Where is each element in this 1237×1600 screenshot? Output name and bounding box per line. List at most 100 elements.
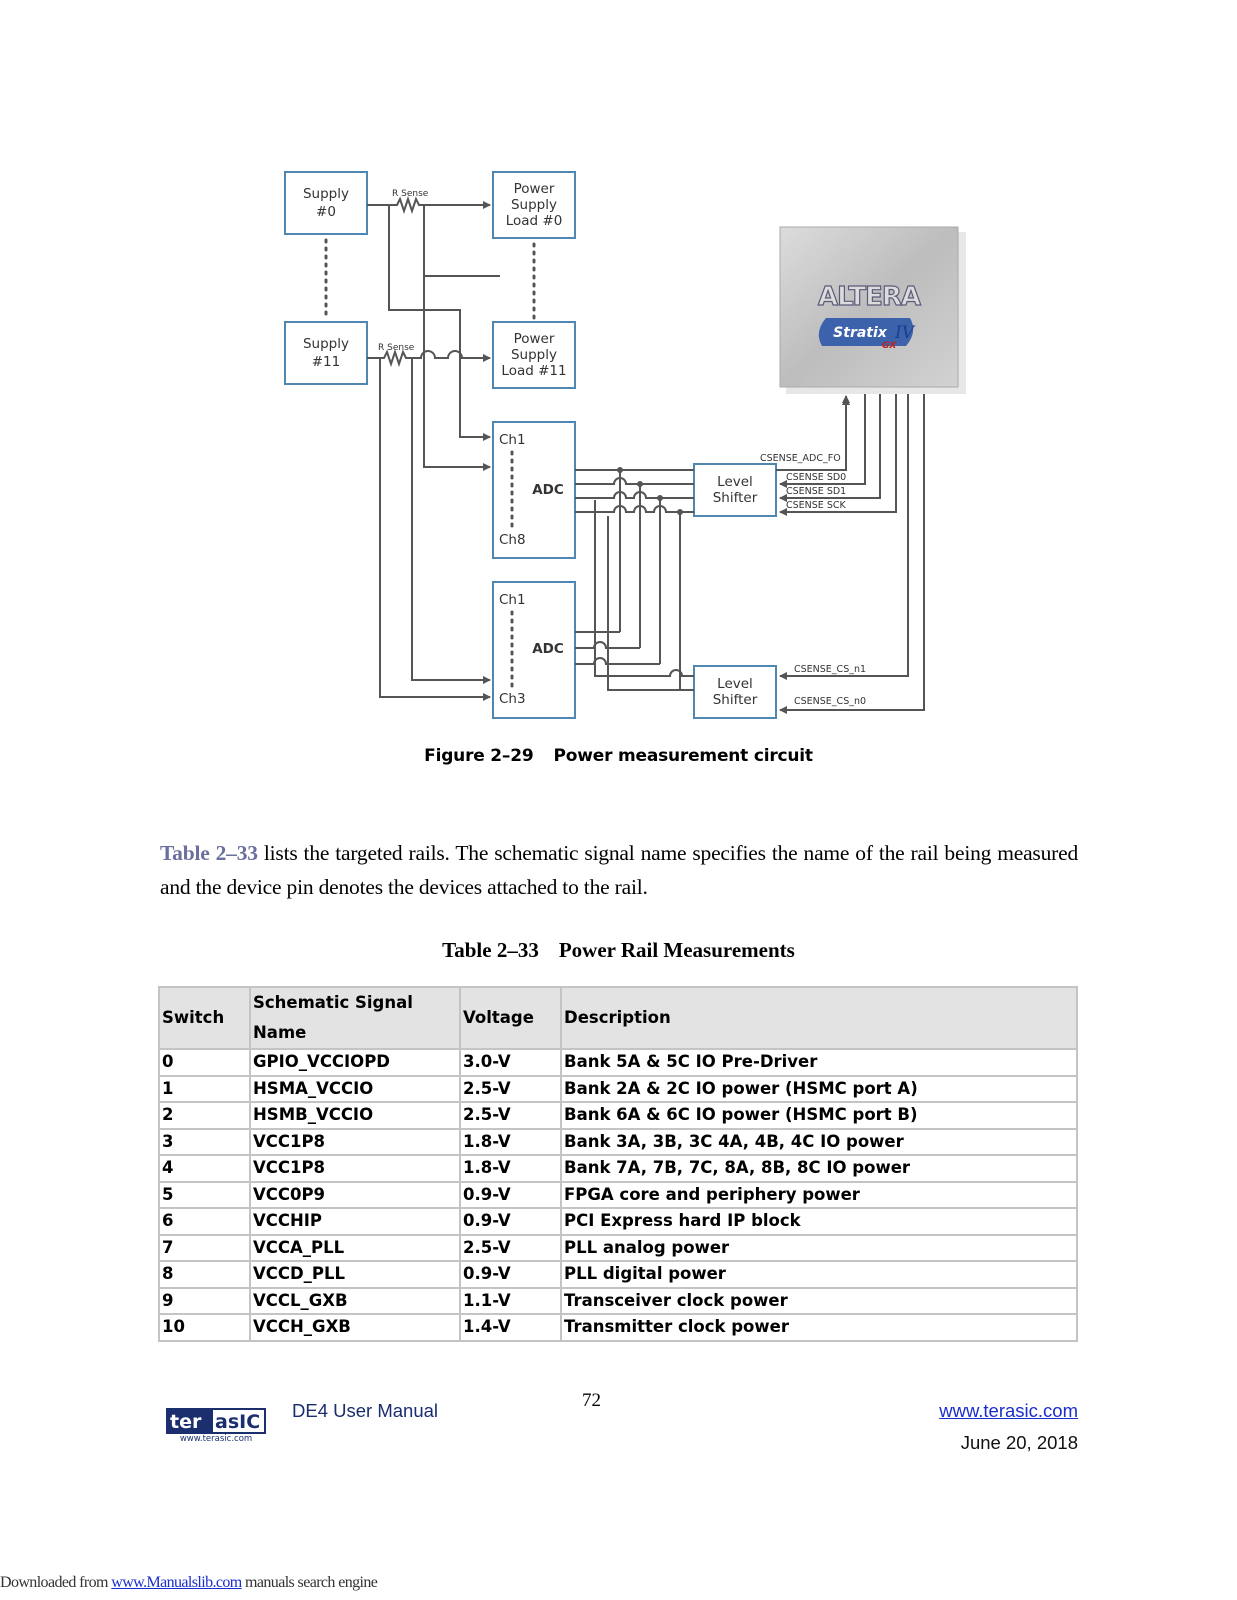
chip-family-badge	[818, 318, 914, 346]
cell-voltage: 3.0-V	[459, 1048, 562, 1077]
table-reference-link[interactable]: Table 2–33	[160, 841, 258, 865]
cell-signal: VCCH_GXB	[249, 1313, 461, 1342]
sense-wire-a	[388, 205, 491, 441]
signal-cs-n1: CSENSE_CS_n1	[794, 664, 866, 675]
figure-caption: Figure 2–29 Power measurement circuit	[0, 746, 1237, 766]
adc2-bus	[575, 500, 694, 691]
cell-signal: VCCA_PLL	[249, 1233, 461, 1262]
adc-1-label: ADC	[532, 482, 564, 498]
cell-switch: 9	[158, 1286, 251, 1315]
supply-11-line2: #11	[312, 354, 341, 370]
fpga-chip: ALTERA Stratix IV GX	[779, 226, 966, 394]
power-rail-table: Switch Schematic Signal Name Voltage Des…	[158, 986, 1078, 1342]
shifter-2-line2: Shifter	[713, 692, 758, 708]
cell-description: Bank 6A & 6C IO power (HSMC port B)	[560, 1101, 1078, 1130]
supply-0-line2: #0	[316, 204, 336, 220]
col-header-switch: Switch	[158, 986, 251, 1050]
cell-signal: VCCD_PLL	[249, 1260, 461, 1289]
sense-wire-c	[423, 276, 491, 471]
chip-series: IV	[894, 323, 916, 343]
cell-switch: 4	[158, 1154, 251, 1183]
logo-url: www.terasic.com	[180, 1434, 252, 1442]
cell-switch: 1	[158, 1074, 251, 1103]
cell-description: Bank 2A & 2C IO power (HSMC port A)	[560, 1074, 1078, 1103]
cell-description: Transmitter clock power	[560, 1313, 1078, 1342]
footer-date: June 20, 2018	[960, 1432, 1078, 1453]
cell-voltage: 1.8-V	[459, 1127, 562, 1156]
logo-text-left: ter	[170, 1411, 202, 1433]
r-sense-top-label: R Sense	[392, 189, 429, 199]
supply-0-box: Supply #0	[284, 171, 368, 235]
cell-voltage: 0.9-V	[459, 1260, 562, 1289]
cell-signal: VCCHIP	[249, 1207, 461, 1236]
supply-11-line1: Supply	[303, 336, 349, 352]
load-0-line1: Power	[514, 181, 555, 197]
adc-1-ch-last: Ch8	[499, 532, 526, 548]
adc-2-label: ADC	[532, 641, 564, 657]
cell-switch: 10	[158, 1313, 251, 1342]
page-number: 72	[582, 1390, 601, 1411]
col-header-voltage: Voltage	[459, 986, 562, 1050]
signal-sd1: CSENSE SD1	[786, 486, 846, 497]
cell-voltage: 2.5-V	[459, 1074, 562, 1103]
cell-voltage: 2.5-V	[459, 1101, 562, 1130]
adc-bus-verticals	[619, 470, 681, 690]
manualslib-link[interactable]: www.Manualslib.com	[111, 1574, 242, 1591]
footer-website-link[interactable]: www.terasic.com	[939, 1400, 1078, 1421]
cell-signal: VCCL_GXB	[249, 1286, 461, 1315]
cell-voltage: 0.9-V	[459, 1207, 562, 1236]
figure-number: Figure 2–29	[424, 746, 534, 766]
adc1-bus	[575, 469, 694, 513]
adc-2-ch-first: Ch1	[499, 592, 526, 608]
paragraph-text: lists the targeted rails. The schematic …	[160, 841, 1079, 899]
load-0-line2: Supply	[511, 197, 557, 213]
logo-text-right: asIC	[215, 1411, 260, 1433]
figure-title: Power measurement circuit	[553, 746, 814, 766]
load-11-line1: Power	[514, 331, 555, 347]
load-11-box: Power Supply Load #11	[492, 321, 576, 389]
cell-signal: GPIO_VCCIOPD	[249, 1048, 461, 1077]
cell-signal: VCC0P9	[249, 1180, 461, 1209]
download-prefix: Downloaded from	[0, 1574, 112, 1591]
cell-switch: 0	[158, 1048, 251, 1077]
adc-2-box: Ch1 Ch3 ADC	[492, 581, 576, 719]
supply-11-box: Supply #11	[284, 321, 368, 385]
shifter-1-line1: Level	[717, 474, 753, 490]
col-header-signal: Schematic Signal Name	[249, 986, 461, 1050]
signal-cs-n0: CSENSE_CS_n0	[794, 696, 866, 707]
chip-family: Stratix	[833, 325, 888, 341]
chip-signals	[776, 394, 925, 714]
body-paragraph: Table 2–33 lists the targeted rails. The…	[160, 836, 1078, 904]
load-0-line3: Load #0	[506, 213, 563, 229]
cell-switch: 5	[158, 1180, 251, 1209]
r-sense-bottom-label: R Sense	[378, 343, 415, 353]
sense-wire-e	[379, 358, 491, 701]
download-suffix: manuals search engine	[241, 1574, 378, 1591]
cell-switch: 7	[158, 1233, 251, 1262]
cell-signal: VCC1P8	[249, 1154, 461, 1183]
sense-wire-d	[411, 358, 491, 684]
cell-description: PCI Express hard IP block	[560, 1207, 1078, 1236]
load-11-line3: Load #11	[501, 363, 566, 379]
signal-sck: CSENSE SCK	[786, 500, 846, 511]
adc-2-ch-last: Ch3	[499, 691, 526, 707]
r-sense-top-wire	[367, 195, 491, 215]
footer-manual-title: DE4 User Manual	[292, 1400, 439, 1421]
cell-switch: 2	[158, 1101, 251, 1130]
chip-brand: ALTERA	[818, 282, 921, 312]
cell-voltage: 0.9-V	[459, 1180, 562, 1209]
cell-description: Bank 3A, 3B, 3C 4A, 4B, 4C IO power	[560, 1127, 1078, 1156]
cell-description: Transceiver clock power	[560, 1286, 1078, 1315]
cell-description: Bank 5A & 5C IO Pre-Driver	[560, 1048, 1078, 1077]
